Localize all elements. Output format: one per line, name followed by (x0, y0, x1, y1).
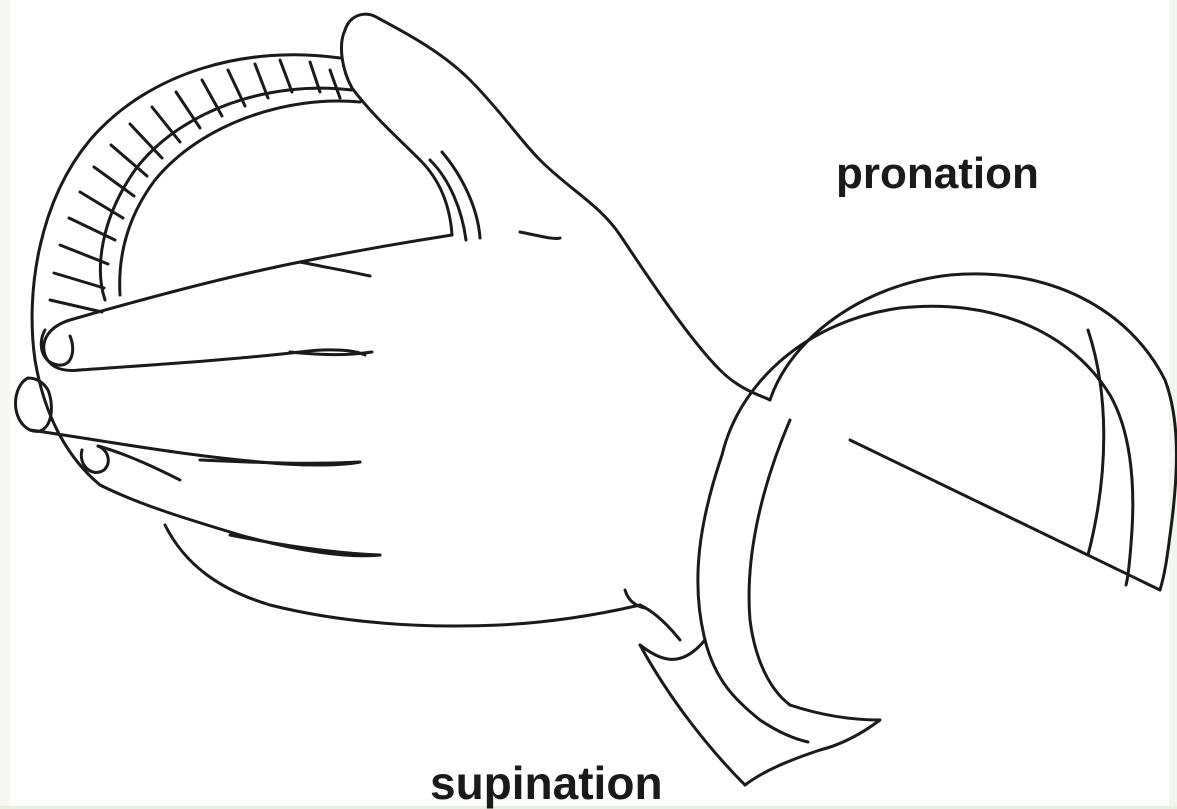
hand (16, 14, 771, 640)
pronation-label: pronation (836, 152, 1039, 196)
supination-label: supination (430, 760, 663, 806)
dial-ring (32, 55, 480, 485)
rotation-arrow (640, 274, 1176, 785)
